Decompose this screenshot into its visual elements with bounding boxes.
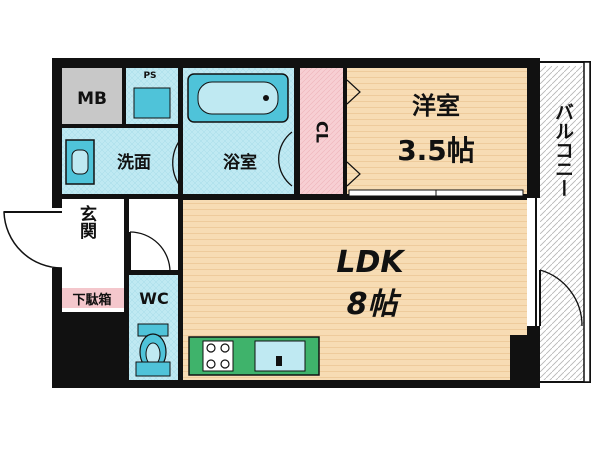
shoe-box: [62, 288, 124, 308]
closet-door: [346, 79, 361, 187]
wall-left-bottom-block: [52, 312, 128, 388]
entrance-door: [3, 211, 63, 269]
balcony-rail: [583, 61, 591, 383]
western-room-floor: [345, 68, 527, 194]
entrance-floor: [62, 198, 128, 290]
wall-storage-right: [178, 68, 183, 198]
wall-mb-bottom: [62, 124, 178, 128]
label-balcony: バルコニー: [552, 102, 574, 197]
label-closet: CL: [313, 121, 332, 143]
bathtub-inner: [197, 81, 279, 115]
washroom-door: [172, 139, 181, 187]
label-entrance: 玄関: [76, 204, 97, 239]
label-ps: PS: [143, 71, 156, 81]
wall-right-upper: [527, 58, 540, 198]
wall-ldk-top: [182, 194, 527, 200]
mb-box: [62, 68, 122, 124]
burner-icon: [206, 359, 216, 369]
label-western-room-name: 洋室: [412, 92, 460, 120]
label-ldk-size: 8帖: [347, 287, 403, 322]
toilet-sink: [135, 361, 171, 377]
wall-ldk-left: [178, 198, 183, 388]
wc-door: [129, 231, 171, 273]
wall-bottom: [52, 380, 540, 388]
burner-icon: [206, 343, 216, 353]
wall-wc-top: [128, 270, 180, 275]
label-western-room-size: 3.5帖: [397, 134, 475, 167]
label-mb: MB: [77, 89, 107, 109]
wall-wash-bottom: [62, 194, 182, 199]
label-wc: WC: [139, 289, 168, 308]
label-washroom: 洗面: [117, 152, 151, 173]
label-ldk-name: LDK: [336, 245, 406, 280]
bathtub-drain: [263, 95, 269, 101]
wall-mb-right: [122, 68, 126, 128]
burner-icon: [220, 359, 230, 369]
wall-top: [52, 58, 540, 68]
wall-entrance-right: [124, 198, 129, 388]
storage-cabinet: [133, 87, 171, 119]
wall-bath-right: [294, 68, 300, 198]
faucet-icon: [276, 356, 282, 366]
balcony-door: [539, 269, 583, 327]
wall-left-upper: [52, 58, 62, 208]
bathroom-door: [278, 131, 293, 187]
balcony-floor: [540, 66, 586, 380]
label-bathroom: 浴室: [223, 152, 257, 173]
burner-icon: [220, 343, 230, 353]
washbasin-bowl: [71, 149, 89, 175]
closet-floor: [300, 68, 345, 194]
wall-closet-right: [343, 68, 347, 194]
label-shoe-box: 下駄箱: [72, 292, 111, 308]
